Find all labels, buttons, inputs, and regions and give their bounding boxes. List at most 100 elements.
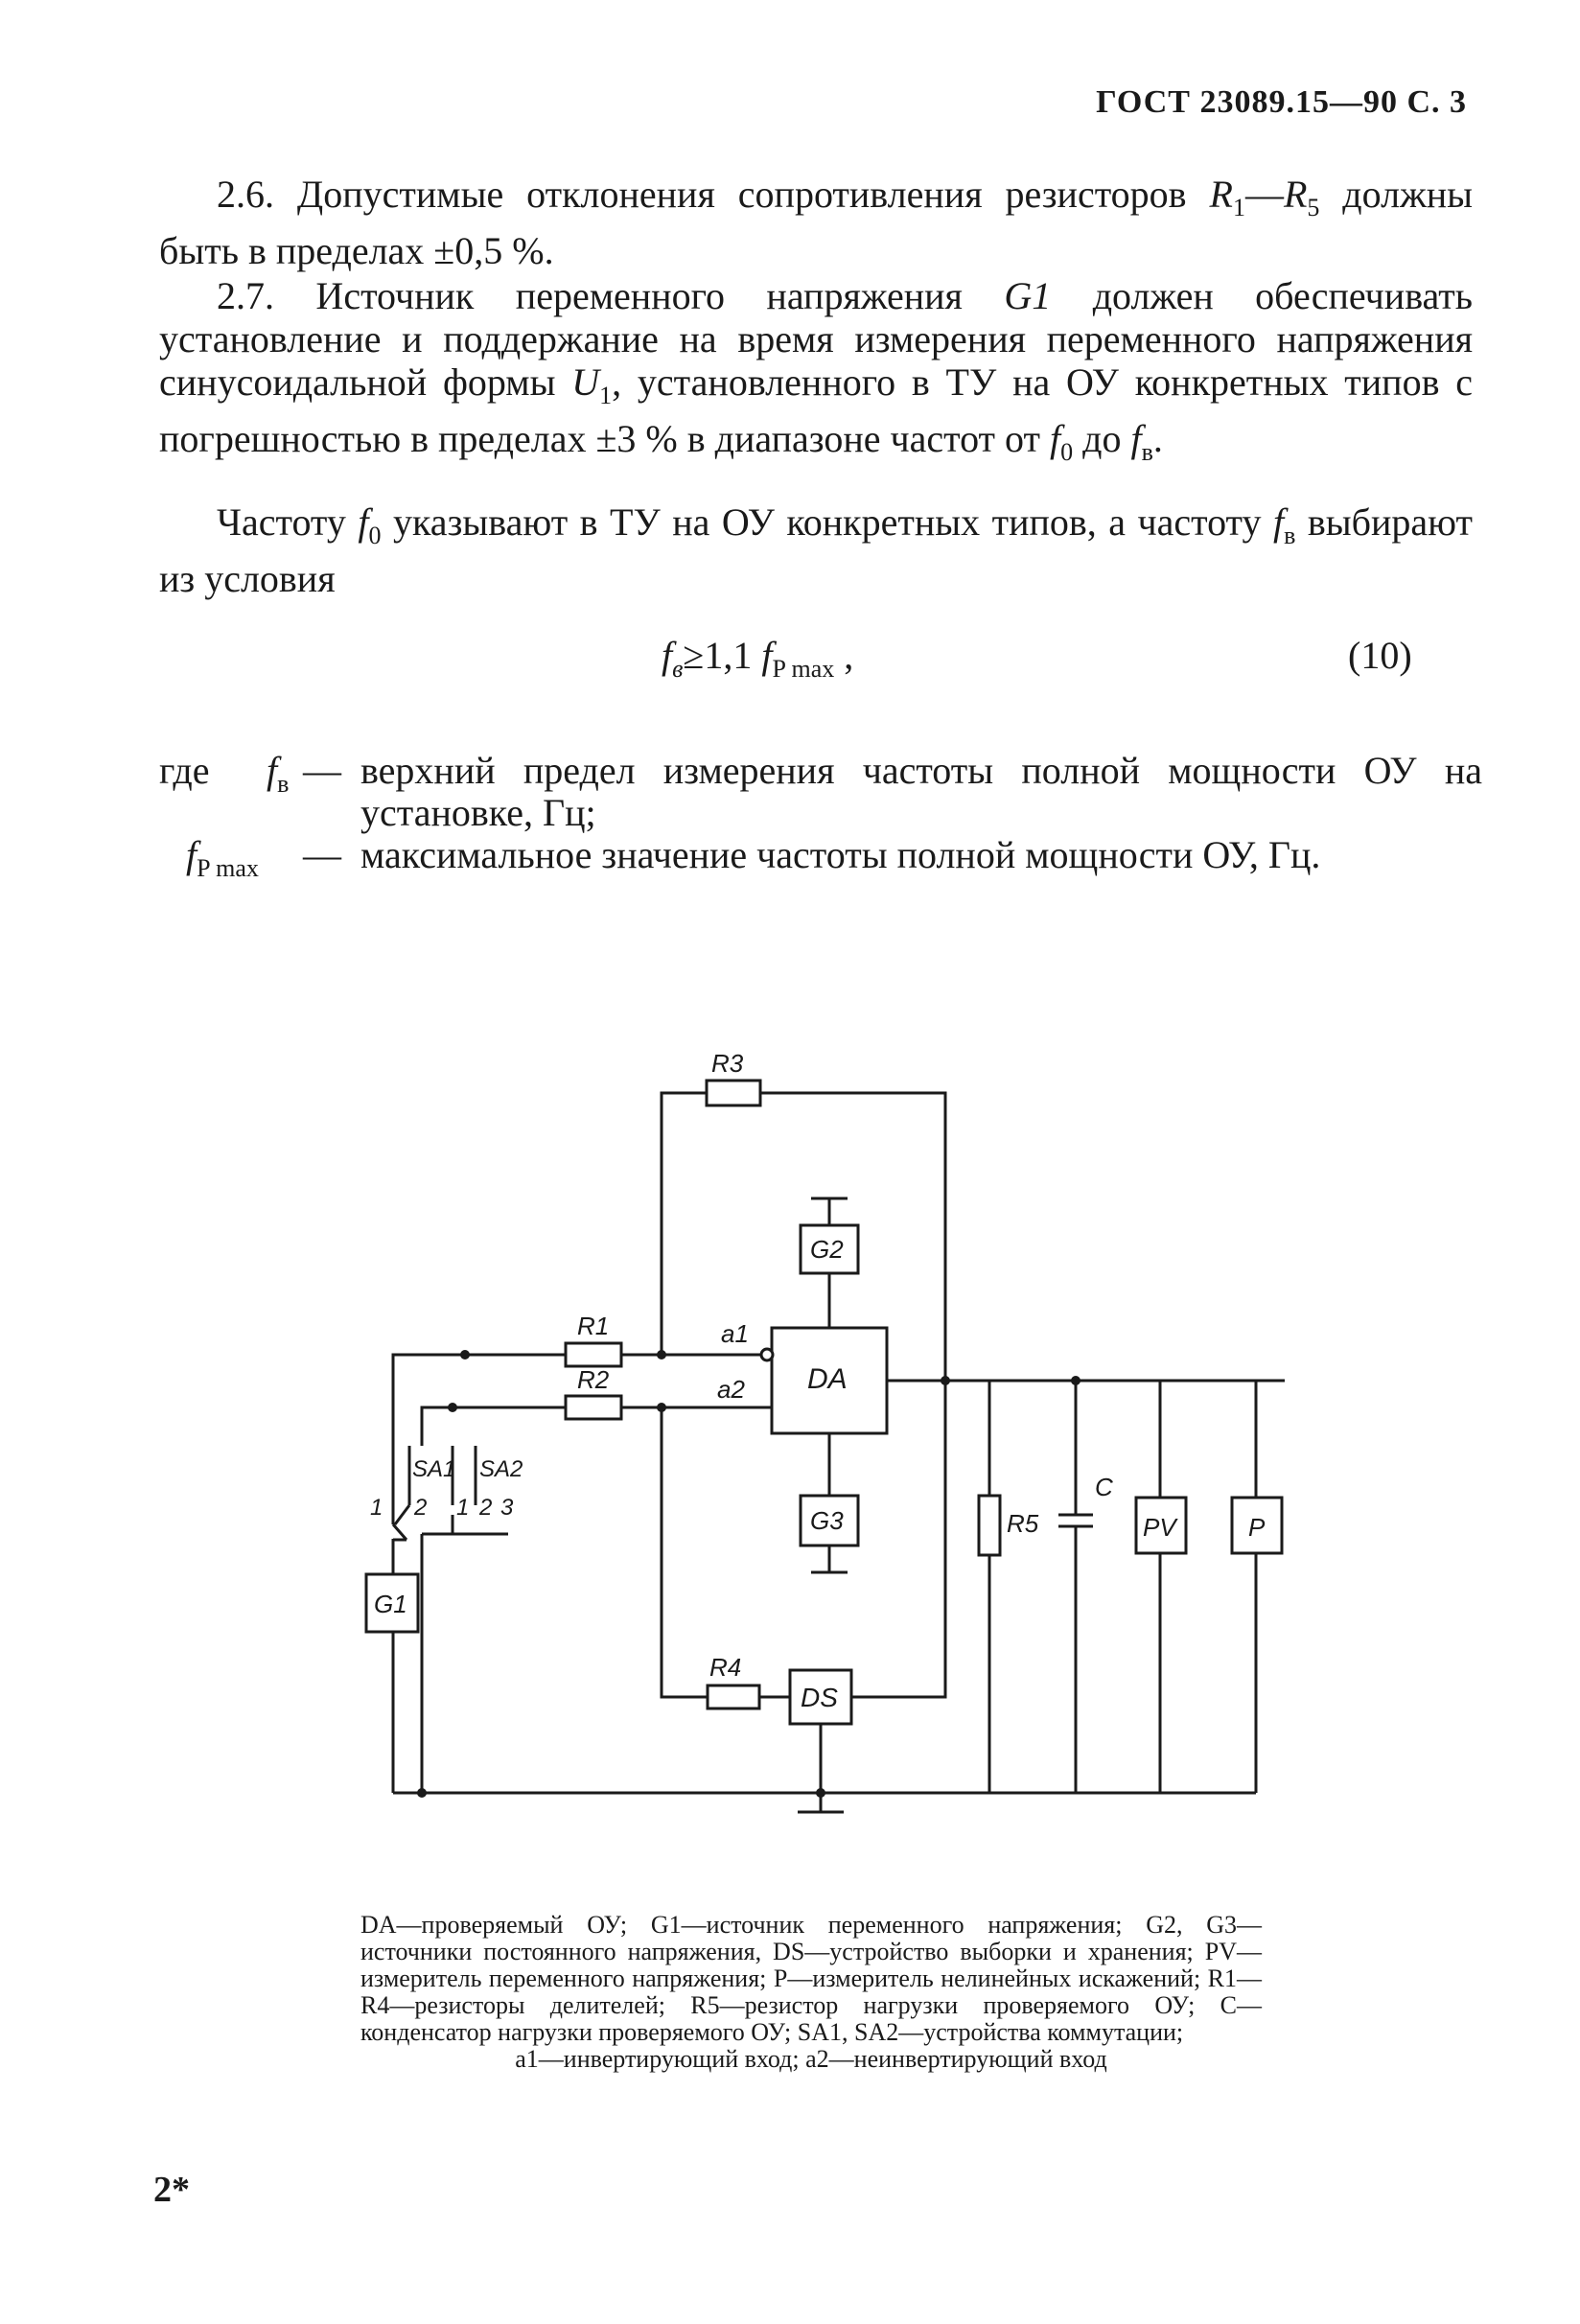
- symbol-r1-sub: 1: [1232, 194, 1245, 221]
- label-sa2-pos-1: 1: [456, 1495, 469, 1521]
- formula-lhs-sub: в: [672, 655, 684, 683]
- junction-dot: [657, 1403, 666, 1412]
- caption-last-line: a1—инвертирующий вход; a2—неинвертирующи…: [515, 2045, 1107, 2073]
- label-a2: a2: [717, 1375, 745, 1404]
- where-symbol-fv-main: f: [267, 749, 278, 792]
- label-g3: G3: [810, 1506, 844, 1535]
- symbol-f0: f: [1049, 417, 1061, 460]
- caption-text: DA—проверяемый ОУ; G1—источник переменно…: [360, 1911, 1262, 2046]
- resistor-r3: [705, 1079, 762, 1107]
- wire-ds-output: [851, 1500, 947, 1699]
- label-pv: PV: [1143, 1513, 1178, 1542]
- where-row-fpmax: fP max — максимальное значение частоты п…: [159, 834, 1482, 918]
- para-freq-text-3: выбирают из условия: [159, 500, 1473, 600]
- switch-sa1-arm: [391, 1523, 408, 1541]
- wire-r4-left: [660, 1407, 708, 1699]
- where-dash-2: —: [303, 833, 341, 876]
- label-c: C: [1095, 1473, 1113, 1501]
- wire-r3-left: [660, 1091, 707, 1355]
- where-symbol-fpmax: fP max: [186, 834, 259, 890]
- wire-r3-right: [760, 1091, 947, 1381]
- inverting-input-marker: [759, 1347, 775, 1362]
- resistor-r4: [706, 1684, 761, 1710]
- label-g2: G2: [810, 1235, 844, 1264]
- resistor-r5: [977, 1494, 1002, 1557]
- formula-relation: ≥1,1: [683, 634, 762, 677]
- para-2-7-text-2: должен обеспечивать установление и подде…: [159, 274, 1474, 404]
- label-p: P: [1248, 1513, 1266, 1542]
- paragraph-2-6: 2.6. Допустимые отклонения сопротивления…: [159, 173, 1473, 272]
- label-r1: R1: [577, 1312, 609, 1340]
- where-desc-fpmax: максимальное значение частоты полной мощ…: [360, 833, 1321, 876]
- label-r2: R2: [577, 1365, 610, 1394]
- para-2-6-text-2: должны быть в пределах ±0,5 %.: [159, 173, 1474, 272]
- where-symbol-fv-sub: в: [277, 770, 290, 798]
- label-sa1-pos-1: 1: [370, 1495, 383, 1521]
- symbol-fv-sub: в: [1141, 438, 1153, 466]
- resistor-r1: [564, 1341, 623, 1368]
- label-r4: R4: [709, 1653, 741, 1682]
- symbol-f0-sub: 0: [1060, 438, 1074, 466]
- junction-dot: [1071, 1376, 1080, 1385]
- page-number: 2*: [153, 2170, 190, 2210]
- where-symbol-fv: fв: [267, 750, 289, 805]
- formula-rhs-sub: P max: [772, 655, 835, 683]
- junction-dot: [460, 1350, 470, 1360]
- junction-dot: [816, 1788, 825, 1798]
- formula-rhs: f: [761, 634, 773, 677]
- para-2-6-text-1: 2.6. Допустимые отклонения сопротивления…: [217, 173, 1210, 216]
- where-row-fv: где fв — верхний предел измерения частот…: [159, 750, 1482, 834]
- paragraph-frequency: Частоту f0 указывают в ТУ на ОУ конкретн…: [159, 500, 1473, 600]
- resistor-r2: [564, 1394, 623, 1421]
- symbol-r5-sub: 5: [1307, 194, 1320, 221]
- symbol-fv-sub: в: [1284, 522, 1296, 549]
- para-2-7-text-3: , установленного в ТУ на ОУ конкретных т…: [159, 360, 1474, 460]
- symbol-fv: f: [1130, 417, 1142, 460]
- where-word: где: [159, 749, 210, 792]
- wire-sa2-top: [420, 1406, 566, 1446]
- where-clause: где fв — верхний предел измерения частот…: [159, 750, 1482, 918]
- symbol-r1: R: [1209, 173, 1233, 216]
- junction-dot: [941, 1376, 950, 1385]
- junction-dot: [448, 1403, 457, 1412]
- symbol-g1: G1: [1004, 274, 1052, 317]
- para-freq-text-2: указывают в ТУ на ОУ конкретных типов, а…: [381, 500, 1273, 544]
- where-symbol-fpmax-main: f: [186, 833, 198, 876]
- label-sa1-pos-2: 2: [413, 1495, 427, 1521]
- dash: —: [1244, 173, 1284, 216]
- where-desc-fv: верхний предел измерения частоты полной …: [360, 749, 1482, 834]
- para-2-7-text-5: .: [1152, 417, 1163, 460]
- symbol-u1: U: [571, 360, 600, 404]
- page-header: ГОСТ 23089.15—90 С. 3: [1096, 84, 1467, 120]
- formula-lhs: f: [662, 634, 673, 677]
- circuit-svg: R3 R1 R2 a1 a2 G2 G3 DA R4 DS R5 C PV P …: [364, 1049, 1285, 1814]
- where-symbol-fpmax-sub: P max: [197, 854, 259, 882]
- label-sa2-pos-3: 3: [500, 1495, 514, 1521]
- formula-number: (10): [1348, 634, 1412, 677]
- para-freq-text-1: Частоту: [217, 500, 359, 544]
- paragraph-2-7: 2.7. Источник переменного напряжения G1 …: [159, 274, 1473, 474]
- wire-left-top: [391, 1353, 566, 1524]
- symbol-f0: f: [358, 500, 369, 544]
- para-2-7-text-4: до: [1073, 417, 1131, 460]
- para-2-7-text-1: 2.7. Источник переменного напряжения: [217, 274, 1005, 317]
- label-g1: G1: [374, 1590, 407, 1618]
- junction-dot: [417, 1788, 427, 1798]
- symbol-fv: f: [1273, 500, 1285, 544]
- label-a1: a1: [721, 1319, 749, 1348]
- label-ds: DS: [801, 1683, 838, 1712]
- label-r5: R5: [1007, 1509, 1039, 1538]
- label-da: DA: [807, 1363, 848, 1395]
- formula-expression: fв≥1,1 fP max ,: [662, 633, 853, 684]
- where-dash-1: —: [303, 749, 341, 792]
- junctions: [417, 1350, 1080, 1798]
- symbol-u1-sub: 1: [599, 382, 613, 409]
- label-sa2-pos-2: 2: [478, 1495, 492, 1521]
- figure-caption: DA—проверяемый ОУ; G1—источник переменно…: [360, 1912, 1262, 2073]
- symbol-r5: R: [1283, 173, 1308, 216]
- label-sa2: SA2: [479, 1456, 523, 1482]
- formula-comma: ,: [834, 634, 854, 677]
- label-sa1: SA1: [412, 1456, 455, 1482]
- label-r3: R3: [711, 1049, 744, 1078]
- junction-dot: [657, 1350, 666, 1360]
